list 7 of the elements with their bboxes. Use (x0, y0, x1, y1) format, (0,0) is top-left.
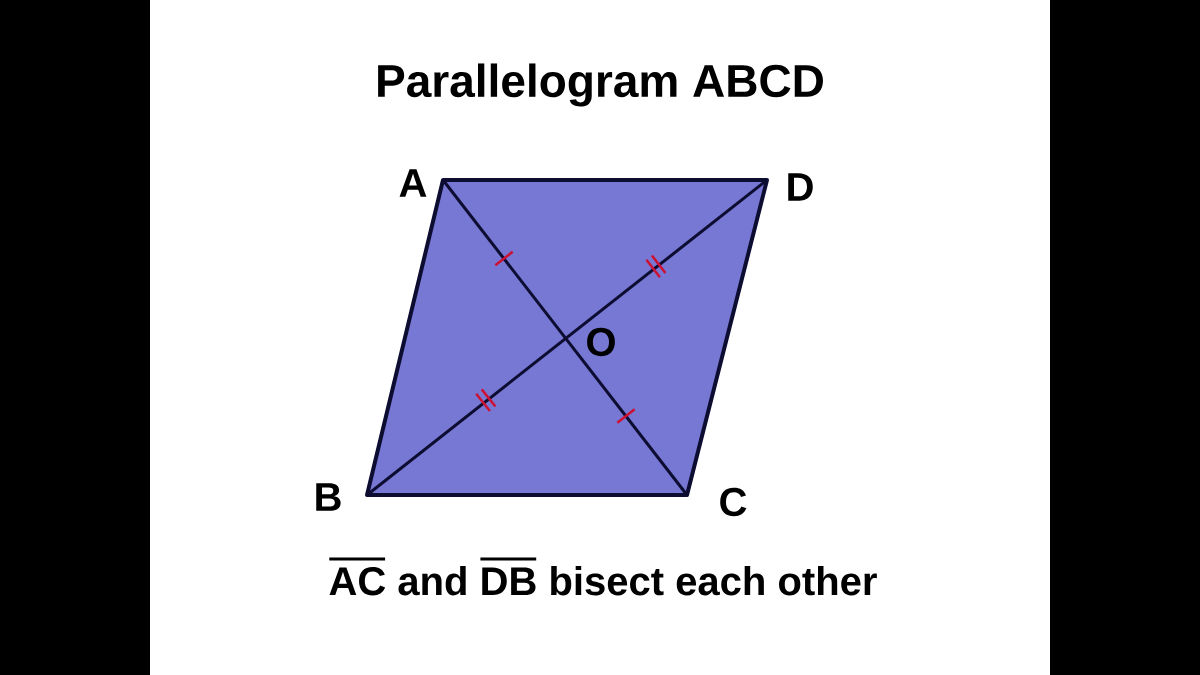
vertex-label: B (316, 483, 341, 511)
caption: AC and DB bisect each other (329, 557, 877, 596)
title: Parallelogram ABCD (378, 63, 823, 107)
vertex-label: D (788, 173, 813, 201)
vertex-label: C (720, 487, 747, 517)
vertex-label: O (587, 327, 615, 357)
vertex-label: A (399, 169, 427, 197)
